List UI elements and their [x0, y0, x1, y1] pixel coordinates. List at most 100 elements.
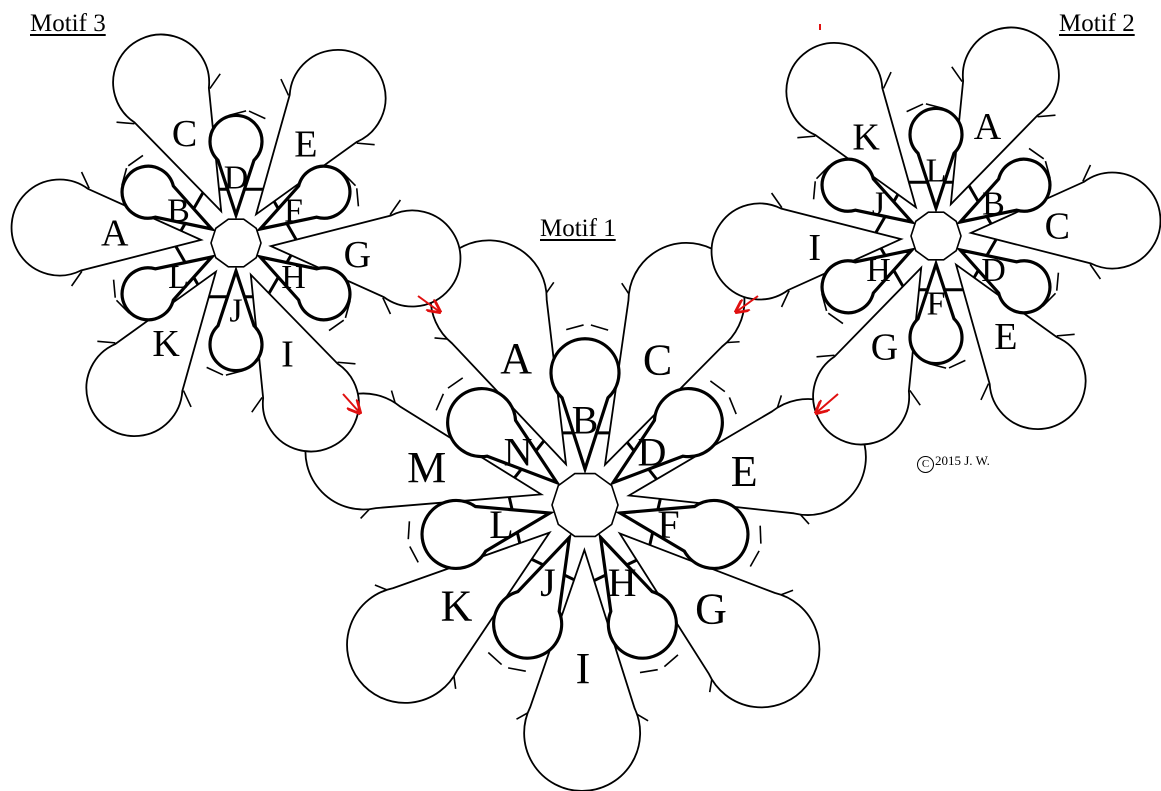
picot — [280, 78, 290, 96]
ring-outline — [446, 387, 561, 486]
motif3-ring-K-label: K — [152, 323, 180, 365]
motif1-ring-C — [590, 241, 746, 468]
picot — [409, 546, 419, 563]
ring-outline — [615, 498, 750, 570]
picot — [487, 651, 503, 666]
motif3-ring-B — [120, 164, 217, 232]
motif2-ring-I — [710, 181, 904, 312]
motif3-center — [210, 218, 262, 268]
motif1-ring-G — [617, 531, 821, 709]
motif3-ring-K — [85, 269, 224, 437]
picot — [355, 188, 360, 207]
motif1-ring-D — [609, 387, 724, 486]
ring-outline — [617, 531, 821, 709]
ring-outline — [208, 113, 264, 221]
ring-outline — [820, 157, 917, 225]
motif1-ring-J — [492, 532, 572, 660]
motif3-ring-F-label: F — [284, 193, 303, 230]
motif2-ring-B — [955, 157, 1052, 225]
ring-outline — [710, 202, 904, 301]
motif2-ring-J-label: J — [872, 186, 885, 223]
join-arrow — [417, 295, 440, 312]
motif3-ring-E-label: E — [294, 124, 317, 166]
picot — [80, 171, 90, 189]
motif2-ring-D — [955, 247, 1052, 315]
motif2-ring-E — [948, 262, 1087, 430]
picot — [1028, 147, 1045, 160]
picot — [909, 389, 921, 406]
motif1-ring-C-label: C — [643, 336, 672, 385]
motif1-ring-B-label: B — [572, 397, 599, 442]
ring-outline — [954, 262, 1087, 430]
motif3-ring-I-label: I — [281, 334, 294, 376]
ring-outline — [120, 254, 217, 322]
motif3-ring-H — [255, 254, 352, 322]
ring-outline — [420, 498, 555, 570]
motif1-ring-N — [446, 387, 561, 486]
picot — [882, 71, 892, 89]
motif2-ring-L — [908, 106, 964, 214]
copyright-text: 2015 J. W. — [935, 453, 990, 468]
motif-1-title: Motif 1 — [540, 215, 616, 242]
motif2-ring-I-label: I — [808, 227, 821, 269]
picot — [112, 279, 117, 298]
picot — [447, 377, 464, 389]
picot — [251, 396, 263, 413]
motif3-ring-A-label: A — [101, 213, 129, 255]
ring-outline — [112, 33, 223, 214]
motif3-ring-J — [208, 265, 264, 373]
picot — [328, 319, 345, 332]
ring-outline — [255, 164, 352, 232]
motif2-ring-F — [908, 258, 964, 366]
motif1-ring-A-label: A — [500, 334, 532, 383]
motif3-ring-B-label: B — [167, 193, 190, 230]
motif2-center — [910, 211, 962, 261]
motif1-ring-L — [420, 498, 555, 570]
picot — [248, 110, 266, 120]
ring-outline — [955, 247, 1052, 315]
picot — [209, 73, 221, 90]
picot — [1037, 114, 1056, 118]
ring-outline — [208, 265, 264, 373]
picot — [797, 135, 816, 139]
picot — [389, 199, 402, 216]
motif-2-title: Motif 2 — [1059, 10, 1135, 37]
motif1-ring-B — [549, 337, 621, 475]
motif2-ring-D-label: D — [981, 252, 1006, 289]
motif1-ring-H — [598, 532, 678, 660]
picot — [182, 390, 192, 408]
motif2-ring-C-label: C — [1045, 206, 1070, 248]
ring-outline — [85, 269, 218, 437]
picot — [1082, 164, 1092, 182]
picot — [1056, 333, 1075, 337]
ring-outline — [549, 337, 621, 475]
motif2-ring-G-label: G — [871, 327, 898, 369]
motif1-ring-E-label: E — [731, 447, 758, 496]
join-arrows-layer — [342, 24, 839, 413]
motif2-ring-B-label: B — [982, 186, 1005, 223]
picot — [948, 359, 966, 369]
join-arrow — [816, 393, 839, 413]
motif3-ring-C — [112, 33, 247, 214]
motif3-ring-C-label: C — [172, 113, 197, 155]
picot — [435, 393, 445, 411]
ring-outline — [346, 530, 552, 704]
picot — [709, 380, 726, 393]
ring-outline — [254, 49, 387, 217]
ring-outline — [949, 26, 1060, 207]
copyright-symbol: C — [917, 456, 934, 473]
motif2-ring-F-label: F — [927, 285, 946, 322]
picot — [663, 654, 679, 668]
ring-outline — [429, 239, 568, 467]
motif3-ring-G — [268, 188, 462, 319]
motif1-ring-A — [429, 239, 584, 467]
ring-outline — [255, 254, 352, 322]
picot — [127, 154, 144, 167]
motif2-ring-H — [820, 247, 917, 315]
picot — [382, 297, 392, 315]
picot — [407, 521, 411, 540]
